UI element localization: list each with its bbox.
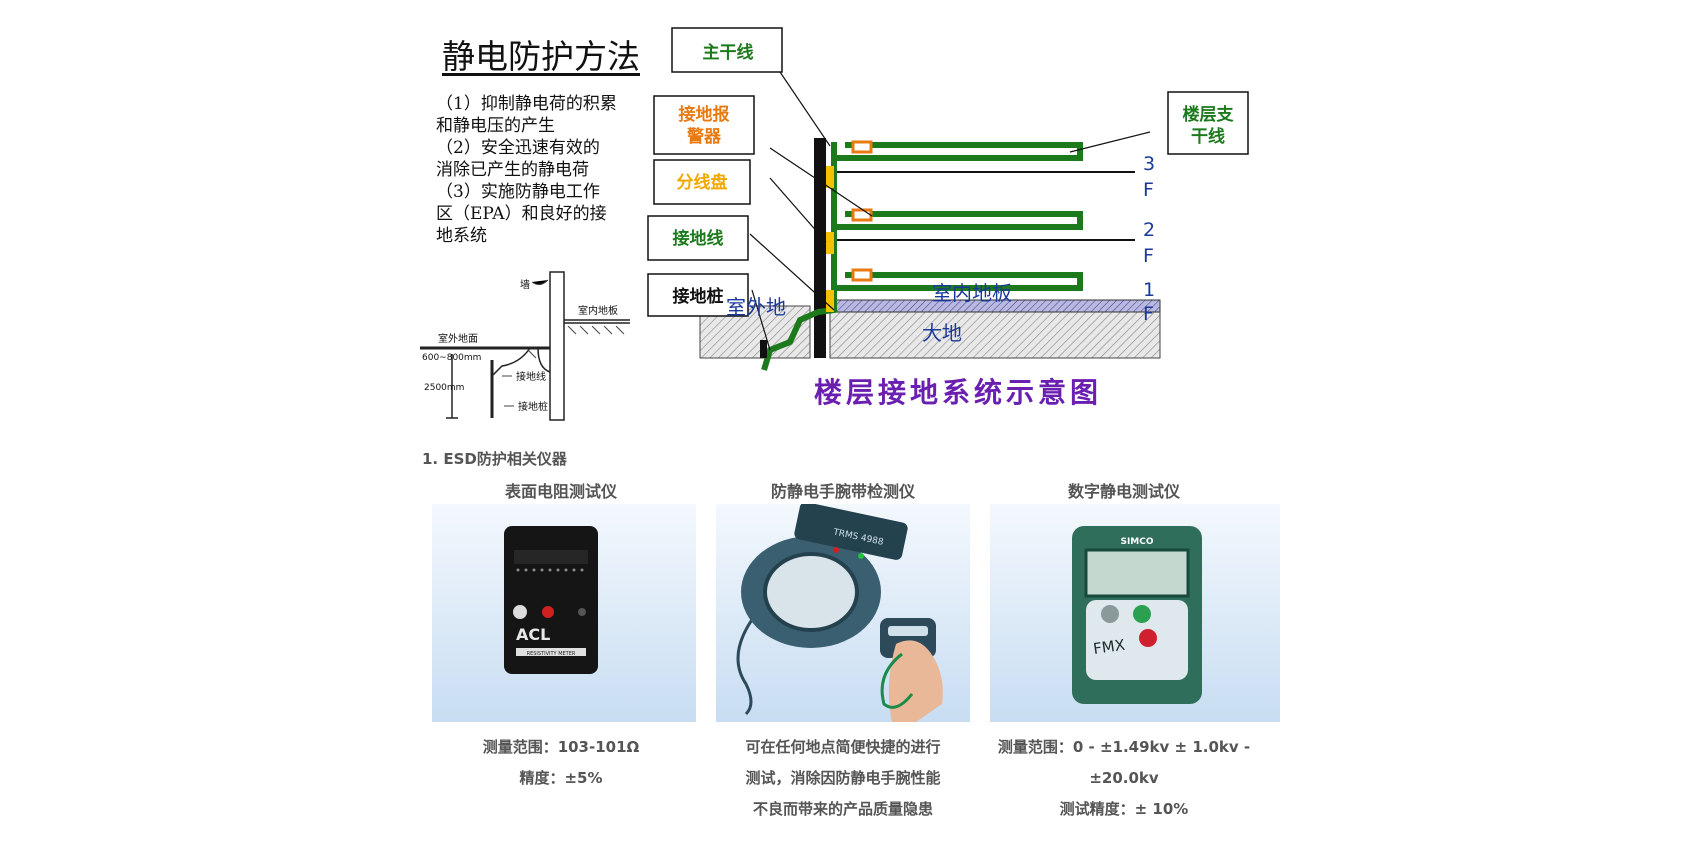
sketch-indoor-floor-label: 室内地板	[578, 304, 618, 317]
product-image-surface-resistance: ACL RESISTIVITY METER	[432, 504, 696, 722]
floor-num-3: 3	[1143, 153, 1155, 175]
product-image-wrist-strap: TRMS 4988	[716, 504, 970, 722]
floor-num-2: 2	[1143, 219, 1155, 241]
methods-list: （1）抑制静电荷的积累 和静电压的产生 （2）安全迅速有效的 消除已产生的静电荷…	[436, 93, 656, 247]
sketch-depth-top: 600~800mm	[422, 353, 481, 363]
ground-pile	[760, 340, 767, 358]
method-line: （3）实施防静电工作	[436, 182, 600, 202]
meter-red-button-icon	[542, 606, 554, 618]
product-desc-surface-resistance: 测量范围：103-101Ω 精度：±5%	[432, 732, 690, 794]
earth-block	[829, 311, 1161, 359]
label-ground-pile: 接地桩	[673, 286, 724, 307]
static-meter-green-button-icon	[1133, 605, 1151, 623]
hand-icon	[888, 640, 943, 722]
desc-line: 测量范围：0 - ±1.49kv ± 1.0kv -	[997, 738, 1251, 756]
floor-num-1: 1	[1143, 279, 1155, 301]
branch-loop-3f	[837, 142, 1083, 161]
distribution-panel-2f	[826, 232, 834, 254]
method-line: 地系统	[436, 226, 487, 246]
method-line: 和静电压的产生	[436, 116, 555, 136]
label-alarm: 接地报警器	[679, 104, 730, 147]
desc-line: 不良而带来的产品质量隐患	[752, 800, 933, 818]
static-meter-red-button-icon	[1139, 629, 1157, 647]
label-outdoor-ground: 室外地	[726, 295, 786, 319]
desc-line: 测试，消除因防静电手腕性能	[745, 769, 941, 787]
main-trunk-bar	[814, 138, 826, 358]
desc-line: ±20.0kv	[1089, 769, 1159, 787]
meter-button-icon	[513, 605, 527, 619]
branch-loop-1f	[837, 272, 1083, 291]
meter-brand: ACL	[516, 625, 550, 644]
floor-f-1: F	[1143, 303, 1154, 325]
floor-f-3: F	[1143, 179, 1154, 201]
floor-grounding-diagram: 主干线 接地报警器 分线盘 接地线 接地桩 楼层支干线 室外地 室内地板 大地 …	[647, 27, 1249, 409]
static-meter-brand: SIMCO	[1120, 537, 1153, 547]
sketch-wall-label: 墙	[520, 278, 530, 291]
grounding-sketch: 墙 室内地板 室外地面 600~800mm 2500mm 接地线 接地桩	[420, 271, 630, 421]
label-distribution-panel: 分线盘	[677, 172, 728, 193]
desc-line: 可在任何地点简便快捷的进行	[745, 738, 941, 756]
method-line: （2）安全迅速有效的	[436, 138, 600, 158]
product-title-surface-resistance: 表面电阻测试仪	[504, 482, 617, 501]
sketch-ground-wire-label: 接地线	[516, 370, 546, 383]
branch-loop-2f	[837, 211, 1083, 230]
static-meter-display	[1084, 548, 1190, 598]
label-ground-wire: 接地线	[673, 228, 724, 249]
label-earth: 大地	[922, 321, 962, 345]
alarm-1f	[851, 268, 873, 282]
floor-f-2: F	[1143, 245, 1154, 267]
diagram-caption: 楼层接地系统示意图	[814, 376, 1102, 409]
product-desc-digital-static: 测量范围：0 - ±1.49kv ± 1.0kv - ±20.0kv 测试精度：…	[974, 732, 1274, 825]
alarm-2f	[851, 208, 873, 222]
method-line: 区（EPA）和良好的接	[436, 204, 607, 224]
sketch-outdoor-ground-label: 室外地面	[438, 332, 478, 345]
section-title: 1. ESD防护相关仪器	[422, 450, 567, 468]
meter-label: RESISTIVITY METER	[527, 651, 576, 657]
label-main-trunk: 主干线	[703, 42, 754, 63]
desc-line: 测试精度：± 10%	[1059, 800, 1189, 818]
desc-line: 测量范围：103-101Ω	[482, 738, 640, 756]
product-title-wrist-strap: 防静电手腕带检测仪	[770, 482, 915, 501]
alarm-3f	[851, 140, 873, 154]
sketch-depth-pile: 2500mm	[424, 383, 464, 393]
product-title-digital-static: 数字静电测试仪	[1067, 482, 1180, 501]
page-title: 静电防护方法	[442, 37, 640, 76]
static-meter-model: FMX	[1092, 636, 1126, 658]
label-indoor-floor: 室内地板	[932, 281, 1012, 305]
method-line: （1）抑制静电荷的积累	[436, 94, 617, 114]
static-meter-gray-button-icon	[1101, 605, 1119, 623]
product-desc-wrist-strap: 可在任何地点简便快捷的进行 测试，消除因防静电手腕性能 不良而带来的产品质量隐患	[706, 732, 980, 825]
distribution-panel-1f	[826, 290, 834, 312]
label-floor-branch: 楼层支干线	[1183, 104, 1235, 147]
sketch-ground-pile-label: 接地桩	[518, 400, 548, 413]
desc-line: 精度：±5%	[519, 769, 603, 787]
method-line: 消除已产生的静电荷	[436, 160, 589, 180]
product-image-digital-static: SIMCO FMX	[990, 504, 1280, 722]
distribution-panel-3f	[826, 166, 834, 188]
